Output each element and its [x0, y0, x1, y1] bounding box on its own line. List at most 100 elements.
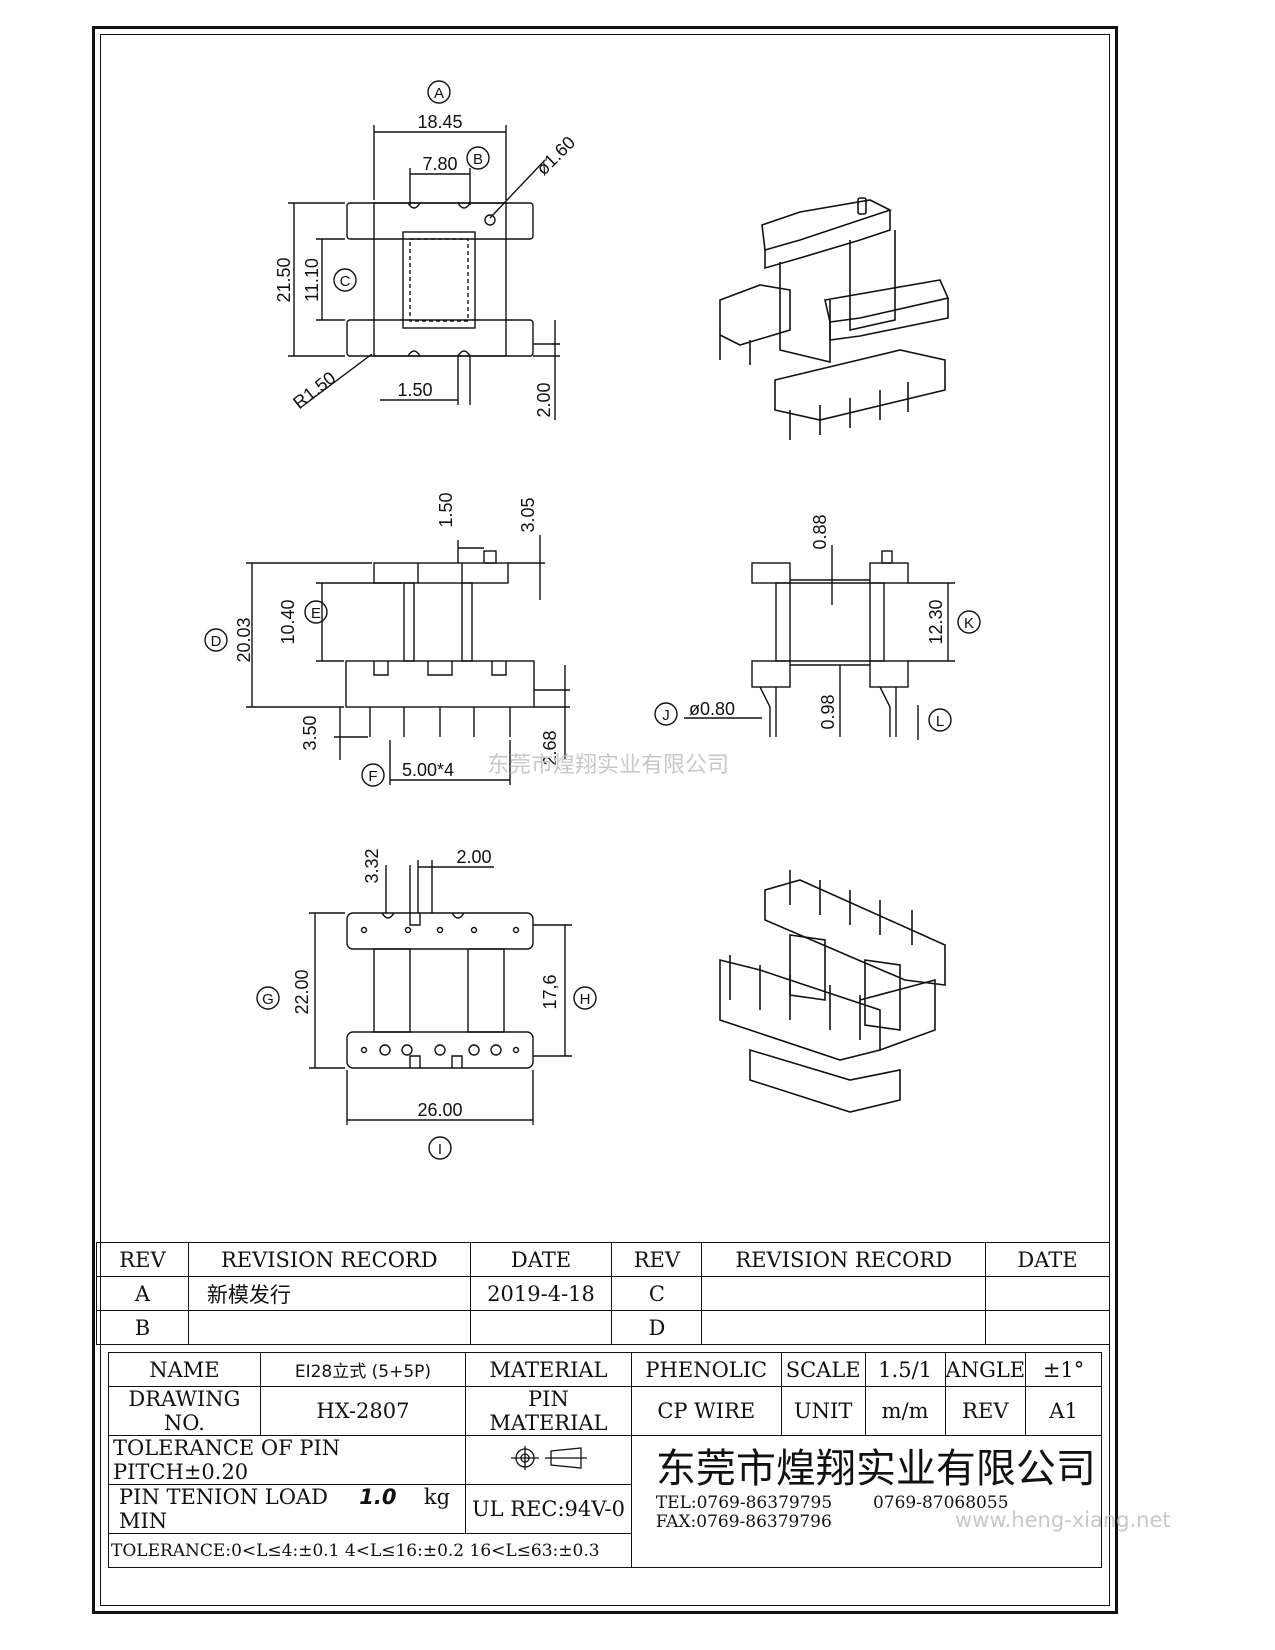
dim-bottom-gap: 2.00	[456, 847, 491, 867]
date-cell	[985, 1276, 1110, 1311]
pin-pitch-tolerance: TOLERANCE OF PIN PITCH±0.20	[107, 1435, 467, 1485]
watermark-text: 东莞市煌翔实业有限公司	[487, 752, 729, 777]
revision-row: A 新模发行 2019-4-18 C	[96, 1276, 1110, 1311]
dim-end-gap: 0.88	[810, 514, 830, 549]
header-rev: REV	[96, 1242, 189, 1277]
company-fax: FAX:0769-86379796	[655, 1512, 832, 1532]
header-revision-record: REVISION RECORD	[187, 1242, 471, 1277]
marker-e: E	[311, 605, 321, 622]
marker-d: D	[211, 633, 222, 650]
dim-top-width: 18.45	[417, 112, 462, 132]
dim-side-pin: 1.50	[436, 492, 456, 527]
pin-symbol-cell	[465, 1435, 632, 1485]
pin-material-label: PIN MATERIAL	[465, 1386, 632, 1436]
dim-bottom-slot: 3.32	[362, 848, 382, 883]
dim-end-pin: ø0.80	[689, 699, 735, 719]
general-tolerance: TOLERANCE:0<L≤4:±0.1 4<L≤16:±0.2 16<L≤63…	[108, 1533, 632, 1568]
ul-rating: UL REC:94V-0	[465, 1484, 632, 1534]
dim-side-flange: 10.40	[278, 599, 298, 644]
scale-label: SCALE	[780, 1352, 866, 1387]
record-cell	[701, 1276, 987, 1311]
record-cell: 新模发行	[187, 1276, 471, 1311]
name-label: NAME	[108, 1352, 261, 1387]
bottom-view: 3.32 2.00 22.00 G 17,6 H 26.00 I	[256, 847, 597, 1160]
dim-side-pin-len: 3.50	[300, 715, 320, 750]
date-cell	[985, 1310, 1110, 1345]
rev-cell: B	[96, 1310, 189, 1345]
drawing-no-value: HX-2807	[259, 1386, 467, 1436]
company-name: 东莞市煌翔实业有限公司	[655, 1446, 1096, 1492]
revision-row: B D	[96, 1310, 1110, 1345]
marker-c: C	[340, 273, 351, 290]
angle-label: ANGLE	[944, 1352, 1027, 1387]
dim-bottom-height: 22.00	[292, 969, 312, 1014]
company-cell: 东莞市煌翔实业有限公司 TEL:0769-86379795 0769-87068…	[630, 1435, 1103, 1568]
side-view: 1.50 3.05 20.03 D 10.40 E 3.50 F 5.00*4	[204, 492, 570, 787]
dim-bottom-inner: 17,6	[540, 974, 560, 1009]
pin-tension-cell: PIN TENION LOAD 1.0 kg MIN	[107, 1484, 467, 1534]
name-value: EI28立式 (5+5P)	[259, 1352, 467, 1387]
top-view: A 18.45 7.80 B ø1.60 21.50 11.10	[274, 80, 579, 420]
marker-f: F	[368, 768, 377, 785]
rev-value: A1	[1025, 1386, 1102, 1436]
header-date: DATE	[469, 1242, 613, 1277]
revision-table: REV REVISION RECORD DATE REV REVISION RE…	[96, 1242, 1110, 1345]
dim-top-inner-h: 11.10	[302, 258, 322, 302]
company-tel: TEL:0769-86379795	[655, 1493, 833, 1513]
drawing-no-label: DRAWING NO.	[108, 1386, 261, 1436]
dim-side-height: 20.03	[234, 617, 254, 662]
header-date-2: DATE	[985, 1242, 1110, 1277]
website-watermark: www.heng-xiang.net	[955, 1508, 1171, 1532]
header-revision-record-2: REVISION RECORD	[701, 1242, 987, 1277]
drawing-frame	[92, 26, 1118, 1614]
dim-side-foot: 2.68	[540, 730, 560, 765]
record-cell	[701, 1310, 987, 1345]
title-block: NAME EI28立式 (5+5P) MATERIAL PHENOLIC SCA…	[107, 1352, 1103, 1568]
pin-tension-value: 1.0	[359, 1485, 397, 1509]
material-label: MATERIAL	[465, 1352, 632, 1387]
date-cell: 2019-4-18	[469, 1276, 613, 1311]
marker-l: L	[936, 713, 944, 730]
angle-value: ±1°	[1025, 1352, 1102, 1387]
dim-top-offset: 2.00	[534, 382, 554, 417]
dim-end-bottom: 0.98	[818, 694, 838, 729]
dim-top-height: 21.50	[274, 257, 294, 302]
rev-cell: D	[611, 1310, 703, 1345]
unit-label: UNIT	[780, 1386, 866, 1436]
company-tel-2: 0769-87068055	[872, 1493, 1009, 1513]
marker-h: H	[580, 991, 591, 1008]
dim-side-pitch: 5.00*4	[402, 760, 454, 780]
rev-cell: C	[611, 1276, 703, 1311]
dim-side-top: 3.05	[518, 497, 538, 532]
projection-symbol-icon	[511, 1445, 588, 1470]
drawing-inner-border	[100, 34, 1110, 1606]
rev-cell: A	[96, 1276, 189, 1311]
material-value: PHENOLIC	[630, 1352, 782, 1387]
dim-bottom-width: 26.00	[417, 1100, 462, 1120]
isometric-view-top	[719, 197, 950, 440]
marker-j: J	[662, 707, 670, 724]
date-cell	[469, 1310, 613, 1345]
isometric-view-bottom	[719, 870, 946, 1113]
rev-label: REV	[944, 1386, 1027, 1436]
dim-top-hole: ø1.60	[532, 132, 579, 179]
marker-i: I	[438, 1141, 442, 1158]
marker-b: B	[473, 151, 483, 168]
end-view: 0.88 12.30 K J ø0.80 0.98 L	[654, 514, 981, 740]
record-cell	[187, 1310, 471, 1345]
pin-tension-unit: kg MIN	[119, 1485, 451, 1533]
header-rev-2: REV	[611, 1242, 703, 1277]
dim-top-radius: R1.50	[289, 368, 339, 413]
marker-g: G	[262, 991, 274, 1008]
pin-tension-label: PIN TENION LOAD	[119, 1485, 328, 1509]
technical-drawing: A 18.45 7.80 B ø1.60 21.50 11.10	[204, 80, 981, 1160]
unit-value: m/m	[864, 1386, 946, 1436]
revision-header-row: REV REVISION RECORD DATE REV REVISION RE…	[96, 1242, 1110, 1277]
marker-k: K	[964, 615, 974, 632]
pin-material-value: CP WIRE	[630, 1386, 782, 1436]
scale-value: 1.5/1	[864, 1352, 946, 1387]
dim-top-inner: 7.80	[422, 154, 457, 174]
dim-top-slot: 1.50	[397, 380, 432, 400]
marker-a: A	[434, 85, 444, 102]
dim-end-height: 12.30	[926, 599, 946, 644]
